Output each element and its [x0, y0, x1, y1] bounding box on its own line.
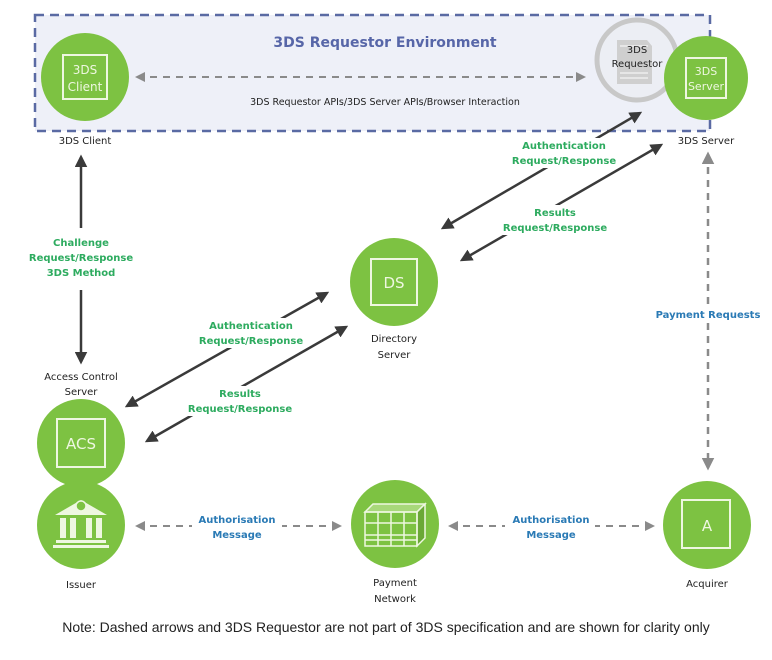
auth-server-ds-label-line1: Authentication [522, 141, 606, 152]
acquirer-node: A Acquirer [663, 481, 751, 590]
results-server-ds-label-line2: Request/Response [503, 223, 607, 234]
ds-square-icon [370, 258, 418, 306]
client-icon-line1: 3DS [73, 63, 98, 77]
server-icon-line2: Server [688, 80, 725, 93]
results-server-ds-label-bg [500, 205, 612, 235]
server-caption: 3DS Server [678, 136, 735, 147]
payment-requests-label-bg [654, 306, 764, 322]
environment-title: 3DS Requestor Environment [273, 35, 496, 51]
auth-ds-acs-label-line1: Authentication [209, 321, 293, 332]
payment-network-caption-line1: Payment [373, 578, 417, 589]
client-circle [41, 33, 129, 121]
auth-server-ds-label-line2: Request/Response [512, 156, 616, 167]
requestor-server-icon [617, 40, 652, 84]
acs-node: Access Control Server ACS [37, 372, 125, 487]
acquirer-caption: Acquirer [686, 579, 729, 590]
results-ds-acs-arrow [144, 325, 349, 443]
server-node: 3DS Server 3DS Server [664, 36, 748, 147]
challenge-label-line1: Challenge [53, 238, 109, 249]
results-ds-acs-label-line2: Request/Response [188, 404, 292, 415]
requestor-label-line2: Requestor [612, 59, 664, 70]
issuer-node: Issuer [37, 481, 125, 591]
acs-caption-line2: Server [65, 387, 99, 398]
auth-ds-acs-label-line2: Request/Response [199, 336, 303, 347]
payment-network-caption-line2: Network [374, 594, 416, 605]
requestor-node: 3DS Requestor [594, 17, 680, 103]
auth-msg-right-line2: Message [526, 530, 576, 541]
payment-network-circle [351, 480, 439, 568]
results-server-ds-arrow [459, 143, 664, 262]
server-circle [664, 36, 748, 120]
api-interaction-label: 3DS Requestor APIs/3DS Server APIs/Brows… [250, 97, 520, 108]
challenge-label-line2: Request/Response [29, 253, 133, 264]
results-ds-acs-label-bg [186, 386, 298, 416]
results-server-ds-label-line1: Results [534, 208, 576, 219]
client-caption: 3DS Client [59, 136, 112, 147]
auth-msg-left-line1: Authorisation [199, 515, 276, 526]
ds-node: DS Directory Server [350, 238, 438, 361]
auth-msg-right-line1: Authorisation [513, 515, 590, 526]
ds-caption-line1: Directory [371, 334, 417, 345]
issuer-circle [37, 481, 125, 569]
payment-network-node: Payment Network [351, 480, 439, 605]
server-icon-line1: 3DS [695, 65, 717, 78]
auth-msg-left-line2: Message [212, 530, 262, 541]
auth-msg-right-label-bg [505, 512, 595, 542]
issuer-caption: Issuer [66, 580, 97, 591]
ds-icon-text: DS [383, 274, 404, 292]
bank-icon [53, 500, 109, 548]
acquirer-icon-text: A [702, 517, 713, 535]
payment-requests-label: Payment Requests [656, 310, 761, 321]
client-icon-line2: Client [68, 80, 103, 94]
auth-msg-left-label-bg [192, 512, 282, 542]
results-ds-acs-label-line1: Results [219, 389, 261, 400]
client-square-icon [62, 54, 108, 100]
challenge-label-line3: 3DS Method [47, 268, 116, 279]
network-grid-icon [363, 502, 427, 548]
ds-caption-line2: Server [378, 350, 412, 361]
server-square-icon [685, 57, 727, 99]
acquirer-square-icon [681, 499, 731, 549]
acs-square-icon [56, 418, 106, 468]
client-node: 3DS Client 3DS Client [41, 33, 129, 147]
requestor-label-line1: 3DS [627, 45, 647, 56]
acs-icon-text: ACS [66, 435, 96, 453]
footnote: Note: Dashed arrows and 3DS Requestor ar… [62, 619, 710, 635]
acs-circle [37, 399, 125, 487]
acs-caption-line1: Access Control [44, 372, 118, 383]
